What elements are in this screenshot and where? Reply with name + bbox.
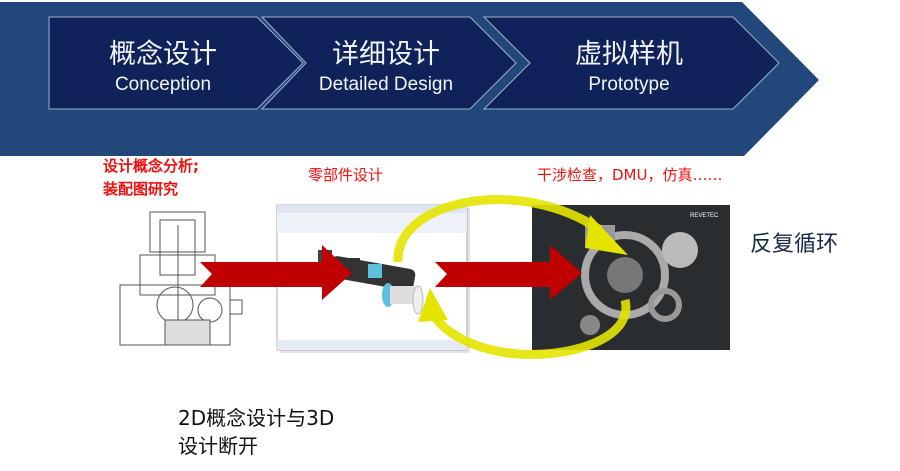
revetec-logo: REVETEC (690, 213, 719, 219)
concept-note: 设计概念分析; 装配图研究 (103, 155, 199, 201)
detail-note: 零部件设计 (308, 166, 384, 184)
stage-title-en: Prototype (588, 74, 670, 95)
loop-arrow-head (585, 215, 628, 255)
concept-note-line: 装配图研究 (103, 180, 179, 198)
cad-screenshot-image (276, 204, 470, 353)
prototype-note: 干涉检查，DMU，仿真…… (537, 166, 723, 184)
stage-title-en: Detailed Design (318, 74, 454, 95)
loop-arrow-head (418, 288, 448, 322)
stage-title-cn: 概念设计 (109, 39, 217, 70)
flow-arrow (200, 245, 352, 300)
loop-arrow (393, 195, 631, 359)
stage-chevron-conception (48, 16, 304, 110)
footer-note-line: 2D概念设计与3D (178, 406, 335, 430)
stage-title-cn: 虚拟样机 (575, 39, 683, 70)
loop-label: 反复循环 (750, 232, 839, 257)
process-banner (0, 2, 819, 156)
stage-chevron-detailed-design (260, 16, 517, 110)
flow-arrow (435, 245, 582, 300)
footer-note: 2D概念设计与3D 设计断开 (178, 404, 334, 460)
stage-chevron-prototype (482, 16, 780, 110)
flow-illustration: REVETEC (119, 195, 730, 359)
engine-render-image: REVETEC (532, 205, 730, 350)
stage-title-cn: 详细设计 (332, 39, 440, 70)
stage-title-en: Conception (114, 74, 212, 95)
footer-note-line: 设计断开 (178, 434, 258, 458)
concept-note-line: 设计概念分析; (103, 157, 199, 175)
